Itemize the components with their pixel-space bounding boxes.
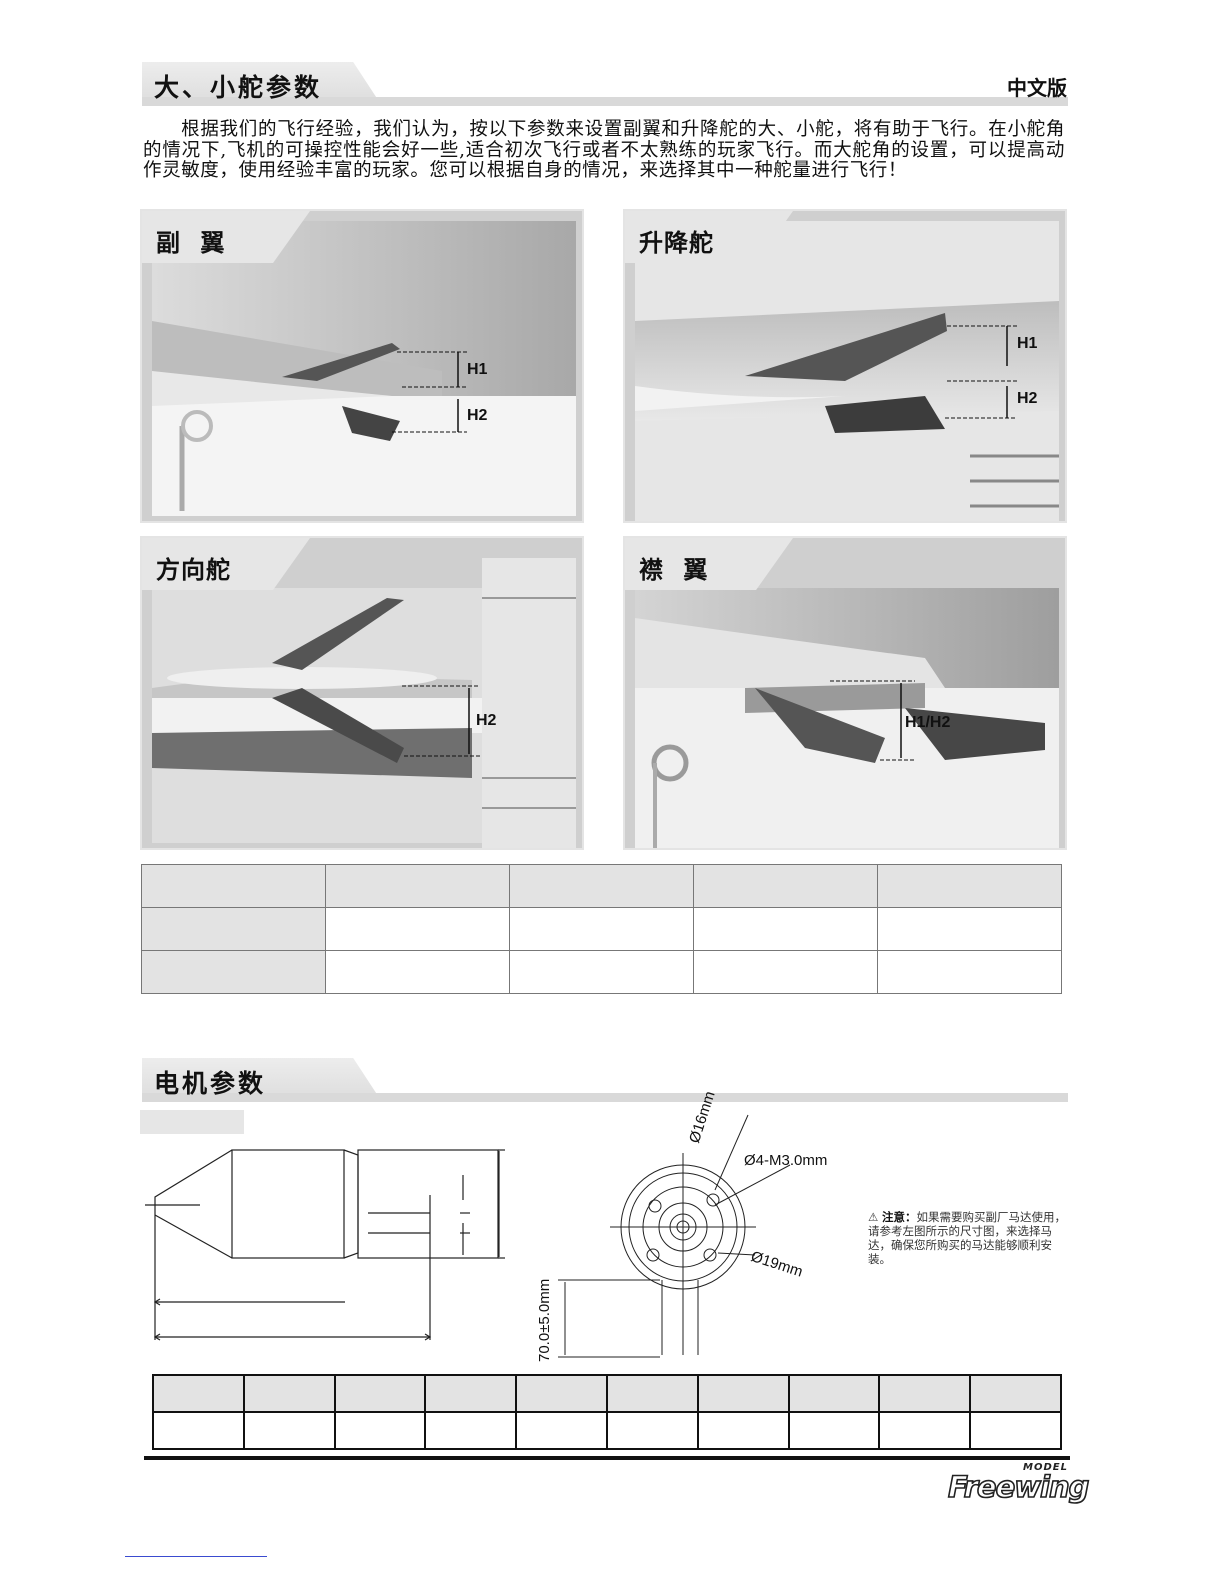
table-cell	[605, 1411, 699, 1450]
section-underline	[142, 1093, 1068, 1102]
table-cell	[877, 950, 1062, 994]
bottom-link-underline	[125, 1556, 267, 1557]
table-cell	[787, 1411, 881, 1450]
table-cell	[969, 1374, 1062, 1413]
section-header-rudder-params: 大、小舵参数	[142, 62, 1068, 106]
rudder-illustration	[152, 558, 576, 848]
table-cell	[141, 950, 326, 994]
table-cell	[141, 907, 326, 951]
table-cell	[325, 864, 510, 908]
dim-lead-length: 70.0±5.0mm	[536, 1278, 553, 1362]
logo-model-text: MODEL	[1023, 1462, 1068, 1473]
table-cell	[696, 1411, 790, 1450]
table-cell	[696, 1374, 790, 1413]
dim-h2: H2	[1017, 390, 1038, 407]
table-cell	[509, 907, 694, 951]
table-row	[152, 1374, 1062, 1413]
table-cell	[424, 1374, 518, 1413]
dim-m3: Ø4-M3.0mm	[744, 1152, 828, 1169]
table-row	[141, 950, 1062, 994]
table-cell	[333, 1374, 427, 1413]
panel-label-flap: 襟 翼	[639, 556, 714, 584]
table-cell	[152, 1374, 245, 1413]
table-cell	[515, 1374, 608, 1413]
table-cell	[515, 1411, 608, 1450]
table-cell	[969, 1411, 1062, 1450]
table-row	[152, 1411, 1062, 1450]
table-cell	[787, 1374, 881, 1413]
panel-aileron: 副 翼 H1 H2	[140, 209, 584, 523]
dim-h2: H2	[467, 407, 488, 424]
table-cell	[878, 1411, 972, 1450]
table-cell	[509, 864, 694, 908]
flap-illustration	[635, 588, 1059, 848]
panel-elevator: 升降舵 H1 H2	[623, 209, 1067, 523]
table-cell	[877, 864, 1062, 908]
warning-icon: ⚠	[868, 1210, 879, 1224]
table-cell	[605, 1374, 699, 1413]
panel-label-elevator: 升降舵	[639, 229, 714, 257]
motor-side-view	[145, 1149, 505, 1341]
table-cell	[325, 950, 510, 994]
dim-h1: H1	[467, 361, 488, 378]
dim-h1-h2: H1/H2	[905, 714, 951, 731]
section-header-motor-params: 电机参数	[142, 1058, 1068, 1102]
section-underline	[142, 97, 1068, 106]
intro-text: 根据我们的飞行经验，我们认为，按以下参数来设置副翼和升降舵的大、小舵，将有助于飞…	[143, 119, 1065, 181]
panel-label-rudder: 方向舵	[156, 556, 231, 584]
motor-spec-table	[152, 1374, 1062, 1450]
table-row	[141, 907, 1062, 951]
motor-subtab	[140, 1110, 244, 1134]
panel-flap: 襟 翼 H1/H2	[623, 536, 1067, 850]
section-title: 大、小舵参数	[154, 73, 323, 102]
table-cell	[152, 1411, 245, 1450]
table-cell	[333, 1411, 427, 1450]
rudder-throw-table	[141, 864, 1062, 994]
table-cell	[424, 1411, 518, 1450]
table-cell	[141, 864, 326, 908]
table-cell	[877, 907, 1062, 951]
note-text: 如果需要购买副厂马达使用，请参考左图所示的尺寸图，来选择马达，确保您所购买的马达…	[868, 1210, 1066, 1266]
table-cell	[242, 1411, 336, 1450]
panel-label-aileron: 副 翼	[156, 229, 231, 257]
table-row	[141, 864, 1062, 908]
dim-h2: H2	[476, 712, 497, 729]
footer-rule	[144, 1456, 1070, 1460]
freewing-logo: MODEL Freewing	[947, 1462, 1090, 1505]
note-label: 注意：	[881, 1210, 917, 1224]
purchase-note: ⚠ 注意：如果需要购买副厂马达使用，请参考左图所示的尺寸图，来选择马达，确保您所…	[868, 1210, 1074, 1266]
table-cell	[693, 950, 878, 994]
table-cell	[325, 907, 510, 951]
table-cell	[242, 1374, 336, 1413]
table-cell	[509, 950, 694, 994]
logo-brand-text: Freewing	[947, 1469, 1090, 1505]
aileron-illustration	[152, 221, 576, 516]
panel-rudder: 方向舵 H2	[140, 536, 584, 850]
table-cell	[878, 1374, 972, 1413]
dim-h1: H1	[1017, 335, 1038, 352]
motor-dimension-drawing	[145, 1114, 791, 1358]
language-label: 中文版	[1007, 76, 1067, 100]
table-cell	[693, 907, 878, 951]
table-cell	[693, 864, 878, 908]
intro-paragraph: 根据我们的飞行经验，我们认为，按以下参数来设置副翼和升降舵的大、小舵，将有助于飞…	[143, 119, 1065, 182]
elevator-illustration	[635, 221, 1059, 521]
motor-front-view	[558, 1114, 791, 1358]
section-title: 电机参数	[154, 1069, 267, 1098]
